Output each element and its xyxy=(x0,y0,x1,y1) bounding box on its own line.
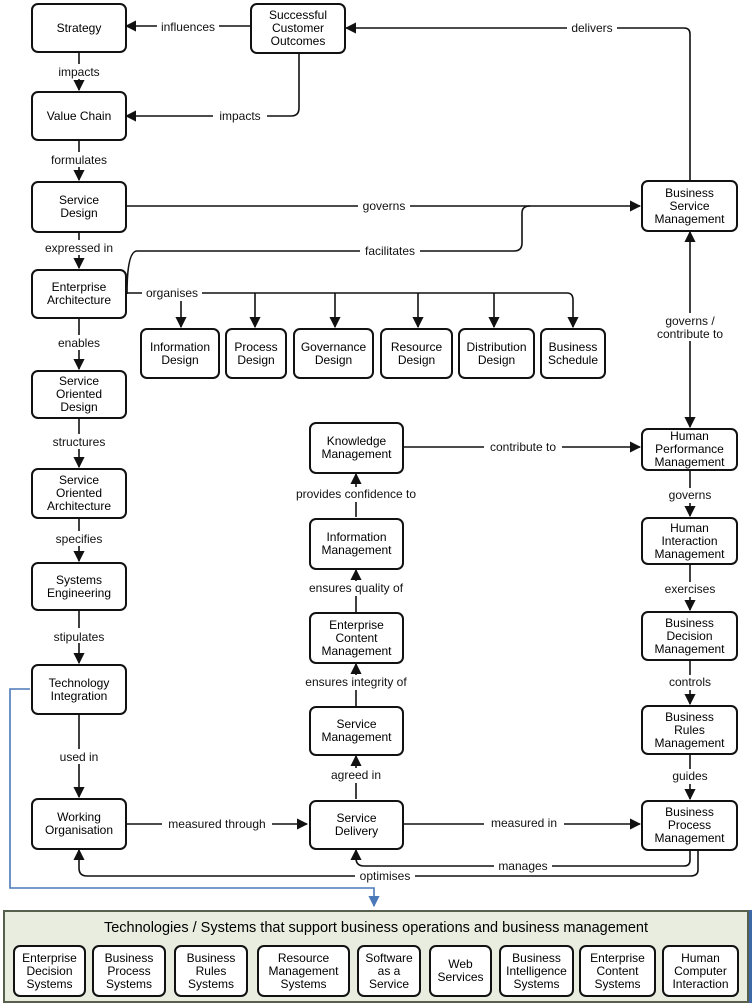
node-governance-design: Governance Design xyxy=(293,328,374,379)
node-strategy: Strategy xyxy=(31,3,127,53)
tech-resource-management-systems: Resource Management Systems xyxy=(257,945,350,997)
label-governs-hpm: governs xyxy=(669,488,712,502)
label-formulates: formulates xyxy=(51,153,107,167)
node-business-decision-management: Business Decision Management xyxy=(641,611,738,661)
node-business-rules-management: Business Rules Management xyxy=(641,705,738,755)
label-organises: organises xyxy=(146,286,198,300)
label-measured-in: measured in xyxy=(491,816,557,830)
label-agreed-in: agreed in xyxy=(331,768,381,782)
node-business-service-management: Business Service Management xyxy=(641,180,738,232)
tech-business-intelligence-systems: Business Intelligence Systems xyxy=(499,945,574,997)
node-value-chain: Value Chain xyxy=(31,91,127,141)
label-controls: controls xyxy=(669,675,711,689)
node-distribution-design: Distribution Design xyxy=(458,328,535,379)
edge-tech-link xyxy=(9,688,380,908)
node-enterprise-content-management: Enterprise Content Management xyxy=(309,612,404,664)
label-governs-contribute-1: governs / xyxy=(665,314,715,328)
tech-enterprise-content-systems: Enterprise Content Systems xyxy=(579,945,656,997)
label-specifies: specifies xyxy=(56,532,103,546)
label-ensures-quality: ensures quality of xyxy=(309,581,404,595)
label-structures: structures xyxy=(53,435,106,449)
label-used-in: used in xyxy=(60,750,99,764)
node-human-interaction-management: Human Interaction Management xyxy=(641,517,738,565)
label-governs-contribute-2: contribute to xyxy=(657,327,723,341)
node-service-oriented-design: Service Oriented Design xyxy=(31,370,127,419)
label-optimises: optimises xyxy=(360,869,411,883)
edge-delivers xyxy=(344,22,691,182)
tech-business-rules-systems: Business Rules Systems xyxy=(174,945,248,997)
tech-software-as-a-service: Software as a Service xyxy=(357,945,421,997)
label-manages: manages xyxy=(498,859,547,873)
node-technology-integration: Technology Integration xyxy=(31,664,127,715)
node-resource-design: Resource Design xyxy=(380,328,453,379)
technology-panel: Technologies / Systems that support busi… xyxy=(3,910,749,1003)
label-facilitates: facilitates xyxy=(365,244,415,258)
label-ensures-integrity: ensures integrity of xyxy=(305,675,407,689)
label-guides: guides xyxy=(672,769,707,783)
tech-human-computer-interaction: Human Computer Interaction xyxy=(662,945,739,997)
node-service-management: Service Management xyxy=(309,706,404,756)
label-impacts-strategy: impacts xyxy=(58,65,99,79)
node-information-design: Information Design xyxy=(140,328,220,379)
label-measured-through: measured through xyxy=(168,817,265,831)
node-service-delivery: Service Delivery xyxy=(309,800,404,850)
label-contribute-to: contribute to xyxy=(490,440,556,454)
node-business-schedule: Business Schedule xyxy=(540,328,606,379)
technology-panel-title: Technologies / Systems that support busi… xyxy=(103,920,649,936)
tech-web-services: Web Services xyxy=(429,945,492,997)
label-exercises: exercises xyxy=(665,582,716,596)
label-stipulates: stipulates xyxy=(54,630,105,644)
node-process-design: Process Design xyxy=(225,328,287,379)
node-working-organisation: Working Organisation xyxy=(31,798,127,850)
label-governs-top: governs xyxy=(363,199,406,213)
node-service-design: Service Design xyxy=(31,181,127,233)
node-enterprise-architecture: Enterprise Architecture xyxy=(31,269,127,319)
label-enables: enables xyxy=(58,336,100,350)
edge-outcomes-impacts xyxy=(124,54,300,122)
tech-business-process-systems: Business Process Systems xyxy=(92,945,166,997)
node-knowledge-management: Knowledge Management xyxy=(309,422,404,474)
edge-label-layer: influences delivers impacts impacts form… xyxy=(37,19,732,883)
edge-organises xyxy=(127,292,574,301)
node-business-process-management: Business Process Management xyxy=(641,800,738,851)
node-service-oriented-architecture: Service Oriented Architecture xyxy=(31,468,127,519)
node-successful-customer-outcomes: Successful Customer Outcomes xyxy=(250,3,346,54)
label-provides-confidence: provides confidence to xyxy=(296,487,416,501)
node-information-management: Information Management xyxy=(309,518,404,570)
node-human-performance-management: Human Performance Management xyxy=(641,428,738,471)
edge-facilitates xyxy=(126,205,531,295)
node-systems-engineering: Systems Engineering xyxy=(31,562,127,611)
label-influences: influences xyxy=(161,20,215,34)
label-impacts-outcomes: impacts xyxy=(219,109,260,123)
label-delivers: delivers xyxy=(571,21,612,35)
tech-enterprise-decision-systems: Enterprise Decision Systems xyxy=(13,945,86,997)
label-expressed-in: expressed in xyxy=(45,241,113,255)
